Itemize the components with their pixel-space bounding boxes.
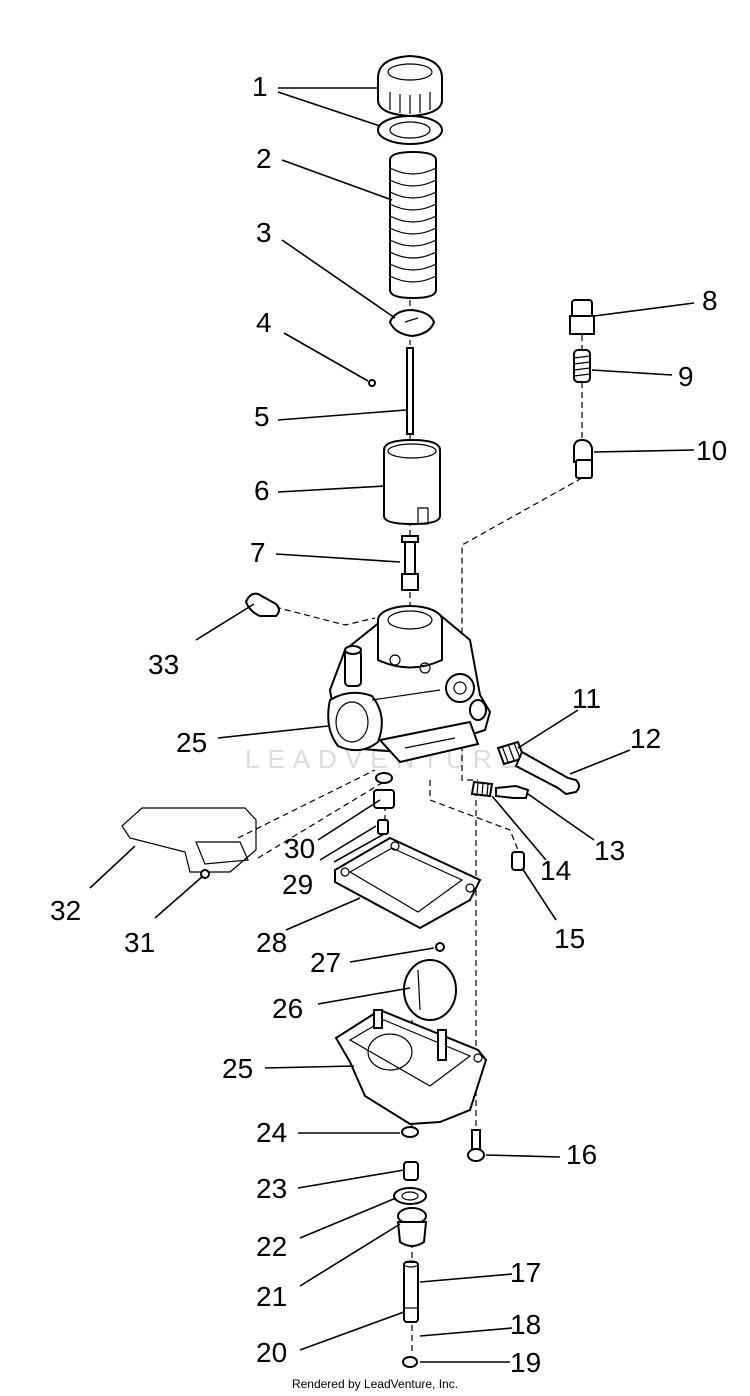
callout-29: 29: [282, 869, 313, 900]
callout-17: 17: [510, 1257, 541, 1288]
callout-23: 23: [256, 1173, 287, 1204]
callout-15: 15: [554, 923, 585, 954]
part-adjuster-nut: [569, 299, 595, 335]
callout-1: 1: [252, 71, 268, 102]
callout-19: 19: [510, 1347, 541, 1378]
callout-9: 9: [678, 361, 694, 392]
part-washer: [377, 115, 443, 145]
callout-2: 2: [256, 143, 272, 174]
callout-7: 7: [250, 537, 266, 568]
part-gasket: [334, 836, 482, 930]
callout-8: 8: [702, 285, 718, 316]
part-plunger: [573, 438, 593, 479]
callout-33: 33: [148, 649, 179, 680]
callout-26: 26: [272, 993, 303, 1024]
part-spring: [389, 150, 437, 300]
callout-labels: 1 2 3 4 5 6 7 8 9 10 11 12 13 14 15 16 1…: [50, 71, 727, 1378]
callout-3: 3: [256, 217, 272, 248]
callout-10: 10: [696, 435, 727, 466]
part-end-cap: [402, 1356, 418, 1368]
callout-16: 16: [566, 1139, 597, 1170]
callout-22: 22: [256, 1231, 287, 1262]
part-throttle-valve: [383, 438, 441, 526]
callout-5: 5: [254, 401, 270, 432]
part-bowl-screw: [467, 1129, 485, 1162]
part-cable-cap: [244, 592, 280, 617]
callout-18: 18: [510, 1309, 541, 1340]
part-small-spring: [573, 349, 591, 383]
callout-13: 13: [594, 835, 625, 866]
callout-21: 21: [256, 1281, 287, 1312]
credit-text: Rendered by LeadVenture, Inc.: [292, 1377, 458, 1391]
callout-28: 28: [256, 927, 287, 958]
part-cap: [377, 54, 443, 118]
part-drain-jet: [403, 1161, 419, 1181]
callout-31: 31: [124, 927, 155, 958]
part-pilot-screw: [470, 780, 530, 799]
part-retainer-plate: [388, 308, 436, 338]
part-idle-screw: [496, 740, 580, 796]
part-carburetor-body: [327, 605, 492, 764]
callout-4: 4: [256, 307, 272, 338]
part-float-bowl: [334, 1008, 488, 1126]
callout-27: 27: [310, 947, 341, 978]
callout-11: 11: [572, 683, 601, 714]
callout-20: 20: [256, 1337, 287, 1368]
part-float: [403, 959, 457, 1021]
part-needle-clip: [368, 379, 376, 387]
part-o-ring: [393, 1187, 427, 1205]
callout-24: 24: [256, 1117, 287, 1148]
part-small-ball: [435, 942, 445, 952]
part-needle-jet: [401, 535, 419, 591]
callout-25-lower: 25: [222, 1053, 253, 1084]
part-drain-tube: [403, 1260, 419, 1323]
part-small-washer: [401, 1126, 419, 1138]
callout-12: 12: [630, 723, 661, 754]
callout-30: 30: [284, 833, 315, 864]
part-float-bracket: [121, 807, 257, 879]
part-drain-plug: [396, 1207, 428, 1247]
callout-6: 6: [254, 475, 270, 506]
part-main-jet: [373, 772, 395, 835]
callout-14: 14: [540, 855, 571, 886]
part-jet-needle: [406, 347, 414, 440]
leader-lines: [89, 87, 695, 1363]
callout-32: 32: [50, 895, 81, 926]
callout-25-upper: 25: [176, 727, 207, 758]
part-small-jet: [511, 851, 525, 871]
